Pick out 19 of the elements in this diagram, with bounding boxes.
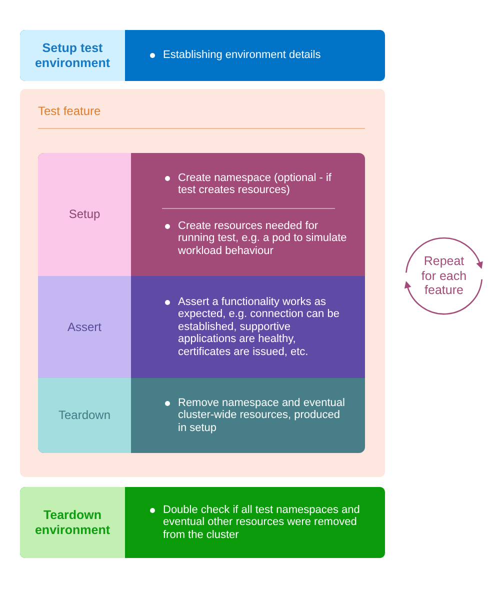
stage-title: Setup test environment (34, 40, 111, 70)
step-description: Double check if all test namespaces and eventual other resources were removed from the cluster (163, 504, 361, 542)
step-description: Create namespace (optional - if test creates resources) (178, 172, 332, 197)
step-description: Remove namespace and eventual cluster-wide resources, produced in setup (178, 396, 346, 434)
stage-panel (20, 89, 385, 477)
stage-title: Setup (68, 207, 100, 222)
stage-card (20, 30, 385, 81)
stage-card (38, 276, 365, 378)
stage-title: Teardown (58, 408, 111, 423)
step-description: Establishing environment details (163, 49, 321, 62)
stage-title: Teardown environment (34, 508, 111, 538)
stage-card (38, 153, 365, 276)
cycle-label: Repeat for each feature (420, 254, 468, 298)
stage-card (38, 378, 365, 453)
stage-card (20, 487, 385, 558)
panel-title: Test feature (38, 104, 101, 118)
stage-title: Assert (67, 320, 102, 334)
step-description: Create resources needed for running test, e.g. a pod to simulate workload behaviour (178, 220, 348, 258)
step-description: Assert a functionality works as expected, e.g. connection can be established, supportive applications are healthy, certificates are issued, etc. (178, 296, 340, 358)
